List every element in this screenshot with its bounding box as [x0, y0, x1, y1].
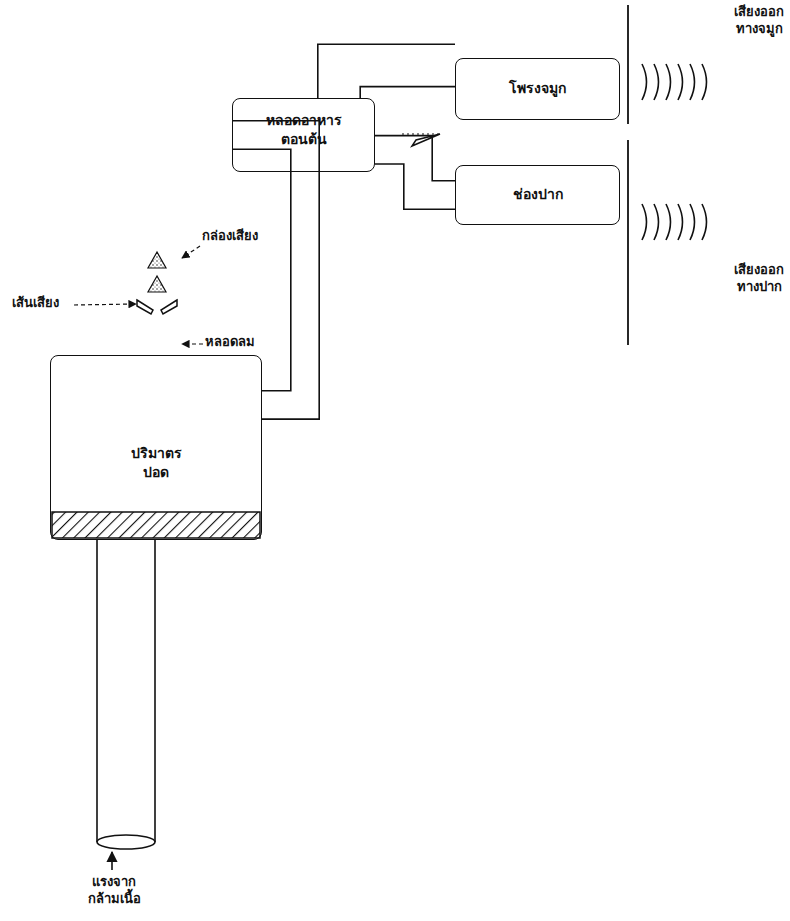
lung-chamber: ปริมาตร ปอด [50, 355, 262, 540]
leader-line [74, 304, 136, 305]
tube-wall [339, 65, 455, 98]
airway-tube [375, 150, 455, 195]
piston-hatch [52, 512, 260, 538]
leader-line [182, 246, 200, 258]
airway-tube [339, 65, 455, 98]
sound-wave [654, 64, 659, 100]
face-wall [627, 140, 629, 345]
force-arrow [111, 852, 113, 870]
tube-inside [339, 65, 455, 98]
part-label: เส้นเสียง [10, 295, 61, 312]
rod-end [97, 835, 155, 849]
velum-dots [402, 133, 440, 134]
sound-wave [678, 204, 683, 240]
node-label: หลอดอาหาร ตอนต้น [258, 111, 350, 149]
tube-inside [375, 150, 455, 195]
airway-tube [232, 135, 305, 405]
sound-wave [666, 64, 671, 100]
sound-wave [678, 64, 683, 100]
sound-label: เสียงออก ทางปาก [728, 262, 790, 296]
sound-wave [702, 64, 707, 100]
larynx-triangle [148, 276, 166, 292]
leader-line [182, 343, 203, 344]
sound-wave [666, 204, 671, 240]
vocal-fold [137, 300, 153, 314]
sound-label: เสียงออก ทางจมูก [728, 4, 790, 38]
velum [412, 134, 440, 146]
vocal-fold [161, 300, 177, 314]
node-label: โพรงจมูก [509, 79, 566, 98]
face-wall [627, 5, 629, 124]
sound-wave [642, 64, 647, 100]
sound-wave [690, 64, 695, 100]
part-label: หลอดลม [203, 334, 257, 351]
pharynx-box: หลอดอาหาร ตอนต้น [232, 98, 375, 172]
tube-wall [232, 135, 305, 405]
tube-inside [232, 135, 305, 405]
tube-wall [375, 150, 455, 195]
part-label: แรงจาก กล้ามเนื้อ [80, 874, 148, 908]
larynx-triangle [148, 252, 166, 268]
sound-waves [642, 64, 707, 240]
node-label: ช่องปาก [513, 185, 563, 204]
piston-rod [97, 540, 155, 842]
oral-cavity-box: ช่องปาก [455, 165, 620, 225]
sound-wave [642, 204, 647, 240]
part-label: กล่องเสียง [200, 228, 260, 245]
sound-wave [702, 204, 707, 240]
sound-wave [690, 204, 695, 240]
nasal-cavity-box: โพรงจมูก [455, 58, 620, 120]
node-label: ปริมาตร ปอด [127, 444, 185, 482]
sound-wave [654, 204, 659, 240]
